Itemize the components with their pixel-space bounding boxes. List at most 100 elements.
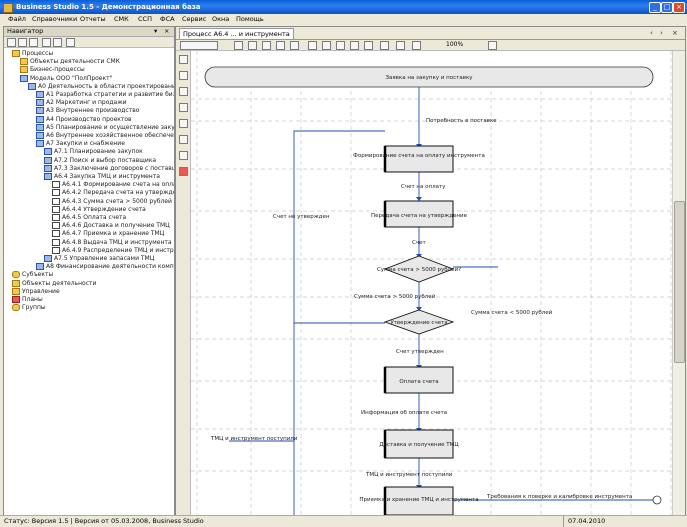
vertical-toolbar <box>176 51 191 515</box>
tree-item[interactable]: А6.4.9 Распределение ТМЦ и инструмента <box>52 246 174 255</box>
zoom-level[interactable]: 100% <box>446 41 464 48</box>
tree-item[interactable]: А6.4 Закупка ТМЦ и инструмента <box>44 173 160 181</box>
shape-icon[interactable] <box>179 87 188 96</box>
menu-ssp[interactable]: ССП <box>138 15 152 23</box>
red-icon <box>12 296 20 303</box>
tree-item[interactable]: Процессы <box>12 50 53 58</box>
tree-item[interactable]: Объекты деятельности <box>12 279 96 288</box>
tree-item[interactable]: А6.4.5 Оплата счета <box>52 214 126 222</box>
menu-fsa[interactable]: ФСА <box>160 15 175 23</box>
open-icon[interactable] <box>248 41 257 50</box>
diagram-canvas[interactable]: Заявка на закупку и поставку <box>191 51 672 515</box>
pin-icon[interactable]: ▾ <box>154 27 158 35</box>
tree-item[interactable]: А2 Маркетинг и продажи <box>36 99 127 107</box>
proc-icon <box>36 140 44 148</box>
navigator-toolbar <box>4 37 174 48</box>
minimize-button[interactable]: _ <box>649 2 661 13</box>
tree-item[interactable]: А6.4.7 Приемка и хранение ТМЦ <box>52 230 164 238</box>
tree-item[interactable]: А3 Внутреннее производство <box>36 107 139 115</box>
new-icon[interactable] <box>234 41 243 50</box>
menu-directories[interactable]: Справочники <box>32 15 78 23</box>
layout-icon[interactable] <box>396 41 405 50</box>
tree-item[interactable]: А6.4.2 Передача счета на утверждение <box>52 189 174 197</box>
maximize-button[interactable]: □ <box>661 2 673 13</box>
block-pay-invoice-label: Оплата счета <box>399 379 438 385</box>
tree-item[interactable]: А7 Закупки и снабжение <box>36 140 125 148</box>
tree-item[interactable]: А7.5 Управление запасами ТМЦ <box>44 255 154 263</box>
text-icon[interactable] <box>179 103 188 112</box>
tree-item-label: А7.1 Планирование закупок <box>54 148 143 156</box>
tree-item[interactable]: Управление <box>12 287 60 296</box>
tree-item[interactable]: А6.4.1 Формирование счета на оплату <box>52 181 174 189</box>
menu-service[interactable]: Сервис <box>182 15 207 23</box>
distribute-icon[interactable] <box>336 41 345 50</box>
tree-item[interactable]: А1 Разработка стратегии и развитие бизне… <box>36 91 174 99</box>
tree-item[interactable]: А6.4.8 Выдача ТМЦ и инструмента <box>52 238 172 247</box>
tab-process-a6-4[interactable]: Процесс А6.4 ... и инструмента <box>179 28 294 39</box>
tree-item-label: Бизнес-процессы <box>30 66 85 74</box>
find-icon[interactable] <box>29 38 38 47</box>
block-acceptance <box>384 486 454 515</box>
menu-windows[interactable]: Окна <box>212 15 230 23</box>
arrow-right-icon[interactable] <box>308 41 317 50</box>
pan-icon[interactable] <box>488 41 497 50</box>
grid-icon[interactable] <box>179 135 188 144</box>
func-icon <box>52 230 60 238</box>
end-event <box>652 495 662 505</box>
align-icon[interactable] <box>322 41 331 50</box>
close-button[interactable]: × <box>673 2 685 13</box>
print-icon[interactable] <box>66 38 75 47</box>
edit-icon[interactable] <box>7 38 16 47</box>
tree-item[interactable]: Группы <box>12 304 46 312</box>
close-pane-icon[interactable]: × <box>164 27 170 35</box>
save-icon[interactable] <box>276 41 285 50</box>
tree-item[interactable]: Бизнес-процессы <box>20 66 85 74</box>
connector-icon[interactable] <box>179 71 188 80</box>
tree-item[interactable]: Планы <box>12 296 43 304</box>
arrange-icon[interactable] <box>380 41 389 50</box>
lock-icon[interactable] <box>179 119 188 128</box>
stop-icon[interactable] <box>179 167 188 176</box>
print-diagram-icon[interactable] <box>262 41 271 50</box>
tree-item[interactable]: А6.4.3 Сумма счета > 5000 рублей <box>52 197 172 206</box>
layers-icon[interactable] <box>179 151 188 160</box>
tree-item[interactable]: А7.2 Поиск и выбор поставщика <box>44 156 156 165</box>
tree-item[interactable]: А8 Финансирование деятельности компании <box>36 263 174 271</box>
zoom-icon[interactable] <box>412 41 421 50</box>
tree-item-label: Объекты деятельности СМК <box>30 58 120 66</box>
block-form-invoice-label: Формирование счета на оплату инструмента <box>353 153 485 159</box>
tree-item[interactable]: А7.1 Планирование закупок <box>44 148 143 156</box>
tree-item[interactable]: А6.4.4 Утверждение счета <box>52 205 146 214</box>
menu-reports[interactable]: Отчеты <box>80 15 106 23</box>
tree-item[interactable]: Модель ООО "ПолПроект" <box>20 74 113 83</box>
tab-prev-icon[interactable]: ‹ <box>650 29 653 37</box>
tree-item[interactable]: А4 Производство проектов <box>36 115 132 124</box>
label-tmc-received-2: ТМЦ и инструмент поступили <box>365 472 453 478</box>
tree-item[interactable]: А6 Внутреннее хозяйственное обеспечение <box>36 132 174 140</box>
menu-smk[interactable]: СМК <box>114 15 129 23</box>
tree-item[interactable]: А7.3 Заключение договоров с поставщиками <box>44 164 174 173</box>
block-delivery-label: Доставка и получение ТМЦ <box>379 442 459 448</box>
tree-item[interactable]: Объекты деятельности СМК <box>20 58 120 66</box>
view-icon[interactable] <box>53 38 62 47</box>
scroll-thumb[interactable] <box>674 201 685 363</box>
vertical-scrollbar[interactable] <box>672 51 685 515</box>
menu-help[interactable]: Помощь <box>236 15 264 23</box>
group-icon[interactable] <box>350 41 359 50</box>
export-icon[interactable] <box>290 41 299 50</box>
tree-item[interactable]: А6.4.6 Доставка и получение ТМЦ <box>52 222 170 230</box>
pointer-icon[interactable] <box>179 55 188 64</box>
filter-icon[interactable] <box>42 38 51 47</box>
tree-item-label: Модель ООО "ПолПроект" <box>30 74 113 82</box>
style-select[interactable] <box>180 41 218 50</box>
tree-item[interactable]: Субъекты <box>12 271 53 279</box>
ungroup-icon[interactable] <box>364 41 373 50</box>
refresh-icon[interactable] <box>18 38 27 47</box>
tab-next-icon[interactable]: › <box>660 29 663 37</box>
tree-item[interactable]: А5 Планирование и осуществление закупок <box>36 123 174 132</box>
menu-file[interactable]: Файл <box>8 15 26 23</box>
tree-item[interactable]: А0 Деятельность в области проектирования <box>28 82 174 91</box>
tab-close-icon[interactable]: × <box>672 29 678 37</box>
func-icon <box>52 246 60 254</box>
